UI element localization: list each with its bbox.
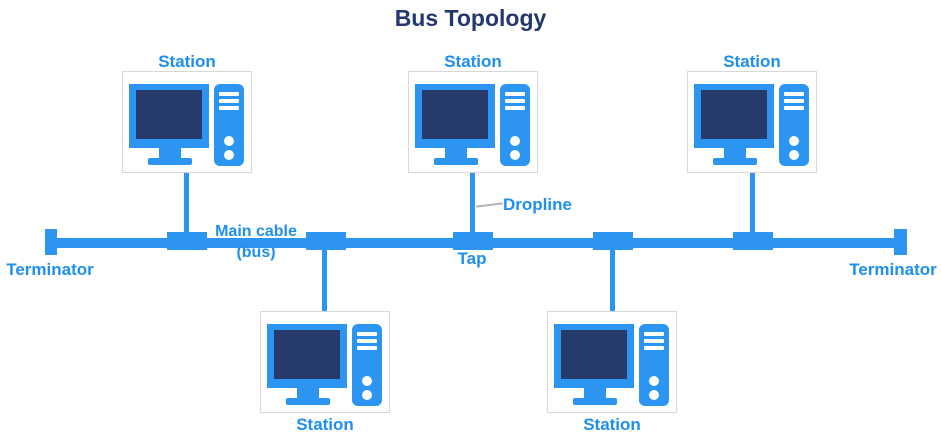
tower-vent-stripe <box>644 332 664 336</box>
tower-vent-stripe <box>219 99 239 103</box>
monitor-screen <box>422 90 488 139</box>
dropline-wire <box>470 173 475 233</box>
monitor-stand-icon <box>159 148 181 159</box>
tower-vent-stripe <box>505 99 525 103</box>
tap-block-icon <box>733 232 773 250</box>
tower-button-dot <box>789 136 799 146</box>
station-label: Station <box>444 52 502 71</box>
main-cable-label-line2: (bus) <box>236 244 276 261</box>
station-top-right: Station <box>687 52 817 173</box>
station-label: Station <box>583 415 641 434</box>
tower-vent-stripe <box>357 346 377 350</box>
station-box <box>122 71 252 173</box>
tower-button-dot <box>224 150 234 160</box>
station-top-center: Station <box>408 52 538 173</box>
tower-button-dot <box>510 150 520 160</box>
computer-tower-icon <box>639 324 669 406</box>
station-box <box>260 311 390 413</box>
monitor-screen <box>274 330 340 379</box>
tap-label: Tap <box>457 249 487 268</box>
computer-tower-icon <box>352 324 382 406</box>
terminator-label-left: Terminator <box>6 260 94 279</box>
dropline-label: Dropline <box>503 195 572 214</box>
tower-vent-stripe <box>784 99 804 103</box>
monitor-icon <box>415 84 495 148</box>
computer-tower-icon <box>500 84 530 166</box>
monitor-stand-base-icon <box>148 158 192 165</box>
monitor-stand-icon <box>584 388 606 399</box>
tower-vent-stripe <box>784 92 804 96</box>
monitor-icon <box>129 84 209 148</box>
monitor-stand-icon <box>297 388 319 399</box>
monitor-stand-base-icon <box>713 158 757 165</box>
dropline-pointer-line <box>475 202 504 208</box>
desktop-computer-icon <box>688 72 816 172</box>
tap-block-icon <box>593 232 633 250</box>
tower-button-dot <box>224 136 234 146</box>
monitor-stand-base-icon <box>573 398 617 405</box>
tower-button-dot <box>362 390 372 400</box>
tower-vent-stripe <box>505 92 525 96</box>
desktop-computer-icon <box>261 312 389 412</box>
tower-button-dot <box>649 390 659 400</box>
tower-vent-stripe <box>219 92 239 96</box>
tower-vent-stripe <box>357 339 377 343</box>
tap-block-icon <box>453 232 493 250</box>
tower-vent-stripe <box>644 339 664 343</box>
desktop-computer-icon <box>548 312 676 412</box>
tower-vent-stripe <box>219 106 239 110</box>
dropline-wire <box>750 173 755 233</box>
monitor-icon <box>267 324 347 388</box>
tower-vent-stripe <box>644 346 664 350</box>
tower-vent-stripe <box>505 106 525 110</box>
tower-vent-stripe <box>357 332 377 336</box>
station-bottom-left: Station <box>260 311 390 434</box>
station-box <box>547 311 677 413</box>
tower-button-dot <box>510 136 520 146</box>
monitor-screen <box>136 90 202 139</box>
tap-block-icon <box>306 232 346 250</box>
monitor-stand-base-icon <box>286 398 330 405</box>
tower-button-dot <box>649 376 659 386</box>
desktop-computer-icon <box>409 72 537 172</box>
monitor-screen <box>701 90 767 139</box>
tap-block-icon <box>167 232 207 250</box>
station-bottom-right: Station <box>547 311 677 434</box>
diagram-title: Bus Topology <box>394 5 547 31</box>
tower-vent-stripe <box>784 106 804 110</box>
main-cable-label-line1: Main cable <box>215 223 297 240</box>
tower-button-dot <box>362 376 372 386</box>
desktop-computer-icon <box>123 72 251 172</box>
monitor-stand-icon <box>445 148 467 159</box>
terminator-label-right: Terminator <box>849 260 937 279</box>
station-label: Station <box>296 415 354 434</box>
terminator-block-icon-right <box>894 229 907 255</box>
monitor-stand-base-icon <box>434 158 478 165</box>
computer-tower-icon <box>214 84 244 166</box>
station-top-left: Station <box>122 52 252 173</box>
station-label: Station <box>158 52 216 71</box>
station-box <box>687 71 817 173</box>
tower-button-dot <box>789 150 799 160</box>
dropline-wire <box>322 249 327 312</box>
dropline-wire <box>610 249 615 312</box>
station-box <box>408 71 538 173</box>
monitor-screen <box>561 330 627 379</box>
dropline-wire <box>184 173 189 233</box>
monitor-stand-icon <box>724 148 746 159</box>
monitor-icon <box>554 324 634 388</box>
terminator-block-icon-left <box>45 229 57 255</box>
station-label: Station <box>723 52 781 71</box>
computer-tower-icon <box>779 84 809 166</box>
monitor-icon <box>694 84 774 148</box>
